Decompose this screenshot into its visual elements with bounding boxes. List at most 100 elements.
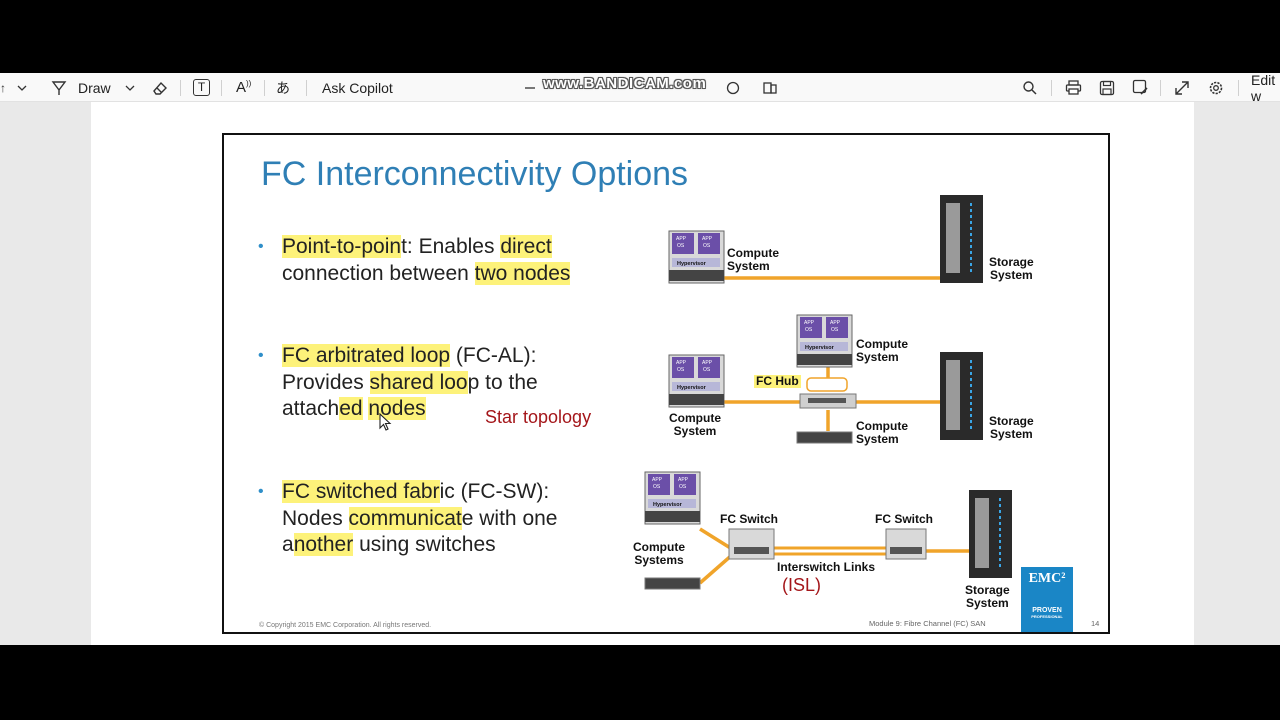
svg-text:APP: APP: [676, 360, 687, 366]
svg-text:OS: OS: [677, 243, 685, 249]
svg-text:OS: OS: [653, 484, 661, 490]
highlighted-text: two nodes: [474, 261, 571, 285]
bullet-text-run: Nodes: [282, 506, 349, 530]
toolbar-separator: [264, 80, 265, 96]
bullet-line: FC switched fabric (FC-SW):: [282, 479, 642, 506]
star-topology-note: Star topology: [485, 407, 592, 427]
recording-watermark: www.BANDICAM.com: [543, 75, 707, 92]
highlighted-text: direct: [500, 235, 552, 258]
fc-switch-label: FC Switch: [720, 512, 779, 526]
bullet-text-run: (FC-AL):: [450, 344, 537, 367]
topology-diagram: APP OS APP OS Hypervisor APP OS APP OS H…: [644, 195, 1012, 590]
fc-hub-label: FC Hub: [754, 374, 801, 388]
bullet-text: FC arbitrated loop (FC-AL): Provides shar…: [282, 343, 642, 423]
highlighted-text: nodes: [368, 397, 426, 420]
print-icon[interactable]: [1065, 73, 1082, 102]
svg-text:OS: OS: [677, 367, 685, 373]
svg-text:OS: OS: [831, 327, 839, 333]
svg-text:OS: OS: [679, 484, 687, 490]
edit-label: Edit w: [1251, 71, 1276, 104]
eraser-icon[interactable]: [151, 73, 169, 102]
compute-system-icon: APP OS APP OS Hypervisor: [668, 230, 725, 284]
search-icon[interactable]: [1022, 73, 1038, 102]
mouse-cursor-icon: [379, 413, 392, 431]
fc-cables: [698, 276, 969, 585]
save-icon[interactable]: [1099, 73, 1115, 102]
bullet-line: Provides shared loop to the: [282, 370, 642, 397]
highlighted-text: FC arbitrated loop: [282, 344, 451, 367]
toolbar-separator: [1160, 80, 1161, 96]
svg-text:APP: APP: [678, 477, 689, 483]
translate-icon[interactable]: あ: [276, 79, 290, 96]
edit-button[interactable]: Edit w: [1251, 71, 1280, 104]
toolbar-separator: [1051, 80, 1052, 96]
slide-number: 14: [1091, 619, 1100, 628]
bullet-text-run: t: Enables: [401, 235, 501, 258]
server-unit: [644, 577, 701, 590]
zoom-out-icon[interactable]: [524, 73, 536, 102]
settings-icon[interactable]: [1207, 73, 1225, 102]
zoom-in-icon[interactable]: [726, 73, 740, 102]
toolbar-separator: [221, 80, 222, 96]
bullet-text: FC switched fabric (FC-SW):Nodes communi…: [282, 479, 642, 559]
svg-text:APP: APP: [702, 236, 713, 242]
svg-text:OS: OS: [805, 327, 813, 333]
copyright-text: © Copyright 2015 EMC Corporation. All ri…: [259, 622, 432, 629]
bullet-line: connection between two nodes: [282, 261, 642, 288]
toolbar-separator: [306, 80, 307, 96]
compute-system-icon: APP OS APP OS Hypervisor: [796, 314, 853, 368]
interswitch-links-label: Interswitch Links: [777, 560, 876, 574]
pdf-toolbar: ↑ Draw T A)) あ Ask Copilot: [0, 71, 1280, 104]
page-view-icon[interactable]: [762, 73, 778, 102]
video-bottom-letterbox: [0, 645, 1280, 720]
highlighted-text: shared loo: [369, 370, 468, 394]
chevron-down-icon[interactable]: [17, 73, 27, 102]
fc-hub-icon: [799, 377, 857, 409]
svg-text:APP: APP: [702, 360, 713, 366]
cable-compute-top: [699, 527, 733, 551]
compute-system-icon: APP OS APP OS Hypervisor: [644, 471, 701, 525]
bullet-line: attached nodes: [282, 396, 642, 423]
chevron-down-icon[interactable]: [125, 83, 135, 93]
storage-system-icon: [940, 195, 983, 283]
ask-copilot-button[interactable]: Ask Copilot: [322, 73, 393, 102]
ask-copilot-label: Ask Copilot: [322, 79, 393, 96]
isl-note: (ISL): [782, 575, 822, 595]
cable-compute-bottom: [698, 553, 734, 585]
fc-switch-label: FC Switch: [875, 512, 934, 526]
slide: FC Interconnectivity Options • Point-to-…: [222, 133, 1110, 634]
video-top-letterbox: [0, 0, 1280, 73]
svg-text:Hypervisor: Hypervisor: [805, 345, 835, 351]
svg-text:APP: APP: [676, 236, 687, 242]
bullet-text-run: p to the: [467, 370, 538, 394]
svg-text:OS: OS: [703, 243, 711, 249]
svg-text:Hypervisor: Hypervisor: [677, 261, 707, 267]
bullet-dot: •: [258, 238, 264, 255]
bullet-dot: •: [258, 483, 264, 500]
read-aloud-icon[interactable]: A)): [236, 79, 252, 96]
save-as-icon[interactable]: [1132, 73, 1149, 102]
bullet-text-run: using switches: [353, 533, 496, 556]
highlighted-text: FC switched fabr: [282, 480, 440, 503]
bullet-dot: •: [258, 347, 264, 364]
text-box-icon[interactable]: T: [193, 73, 210, 102]
draw-button[interactable]: Draw: [50, 73, 135, 102]
emc-proven-logo: EMC² PROVEN PROFESSIONAL: [1021, 567, 1073, 632]
slide-title: FC Interconnectivity Options: [261, 155, 689, 193]
expand-icon[interactable]: [1174, 73, 1190, 102]
svg-text:Hypervisor: Hypervisor: [677, 385, 707, 391]
draw-icon: [50, 79, 68, 97]
svg-text:OS: OS: [703, 367, 711, 373]
svg-text:Hypervisor: Hypervisor: [653, 502, 683, 508]
compute-system-icon: APP OS APP OS Hypervisor: [668, 354, 725, 408]
fc-switch-icon: [728, 528, 775, 560]
svg-text:APP: APP: [804, 320, 815, 326]
toolbar-separator: [180, 80, 181, 96]
